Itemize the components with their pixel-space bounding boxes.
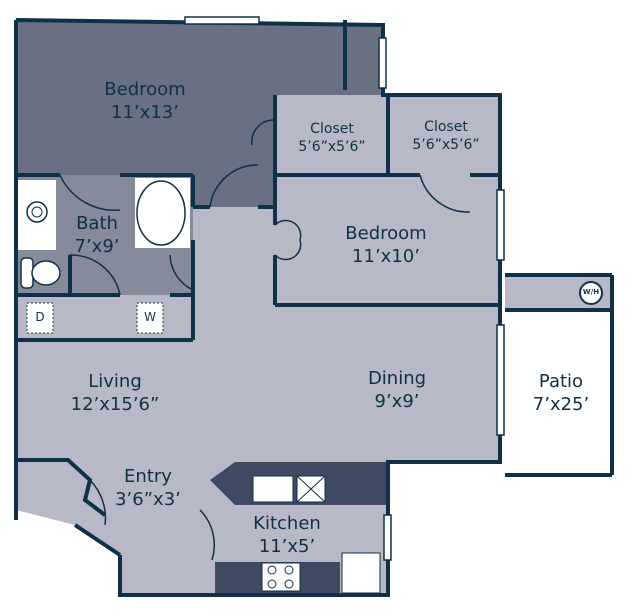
sink-icon — [26, 201, 48, 223]
kitchen-sink-icon — [252, 475, 294, 503]
dryer-label: D — [35, 310, 45, 324]
washer-label: W — [144, 310, 156, 324]
room-name: Closet — [424, 119, 468, 135]
washer-icon — [136, 302, 164, 334]
room-size: 5’6”x5’6” — [412, 137, 480, 154]
room-label-dining: Dining 9’x9’ — [368, 367, 426, 414]
room-label-patio: Patio 7’x25’ — [533, 370, 589, 417]
room-name: Patio — [538, 371, 584, 392]
water-heater-label: W/H — [582, 288, 600, 296]
room-name: Living — [88, 371, 142, 392]
room-label-closet2: Closet 5’6”x5’6” — [412, 118, 479, 154]
room-name: Bedroom — [345, 223, 427, 244]
room-label-entry: Entry 3’6”x3’ — [115, 465, 181, 512]
room-size: 12’x15’6” — [70, 394, 160, 416]
room-size: 11’x13’ — [111, 102, 179, 124]
room-label-closet1: Closet 5’6”x5’6” — [298, 120, 365, 156]
room-size: 7’x25’ — [532, 394, 590, 416]
stove-icon — [261, 562, 301, 592]
room-name: Entry — [124, 466, 172, 487]
closet2-area — [388, 95, 500, 175]
refrigerator — [341, 552, 381, 594]
room-size: 11’x10’ — [352, 246, 420, 268]
bedroom2-area — [275, 175, 500, 305]
room-label-bedroom2: Bedroom 11’x10’ — [345, 222, 426, 269]
room-name: Bedroom — [104, 79, 186, 100]
room-name: Bath — [76, 213, 118, 234]
bedroom1-area — [16, 20, 383, 207]
room-size: 11’x5’ — [258, 536, 316, 558]
room-name: Dining — [367, 368, 427, 389]
tub-icon — [136, 180, 186, 246]
water-heater-icon — [579, 281, 603, 305]
room-label-bath: Bath 7’x9’ — [75, 212, 120, 259]
door-swings — [59, 119, 471, 561]
room-size: 5’6”x5’6” — [298, 139, 366, 156]
room-size: 9’x9’ — [374, 391, 420, 413]
windows — [184, 16, 505, 561]
room-size: 3’6”x3’ — [115, 489, 181, 511]
room-name: Closet — [310, 121, 354, 137]
room-label-bedroom1: Bedroom 11’x13’ — [104, 78, 185, 125]
toilet-icon — [20, 257, 34, 289]
room-name: Kitchen — [253, 513, 321, 534]
closet1-area — [275, 95, 388, 175]
room-size: 7’x9’ — [74, 236, 120, 258]
room-label-kitchen: Kitchen 11’x5’ — [253, 512, 321, 559]
patio-area — [505, 310, 612, 475]
room-label-living: Living 12’x15’6” — [71, 370, 160, 417]
dryer-icon — [26, 302, 54, 334]
